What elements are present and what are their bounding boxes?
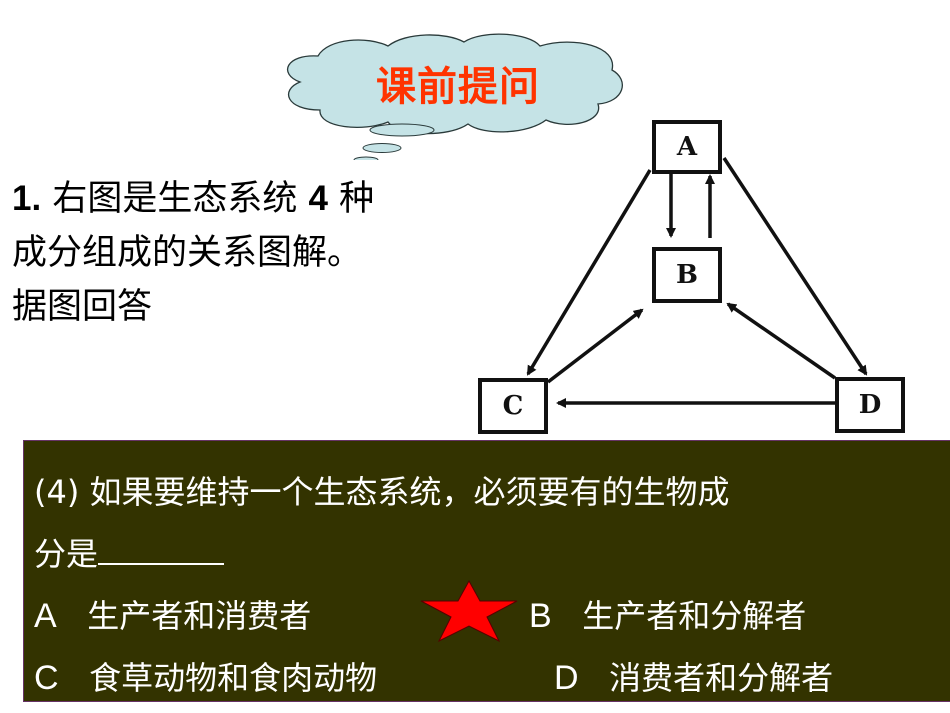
question-number: 1. [12, 179, 42, 218]
option-letter: D [554, 659, 579, 697]
option-text: 生产者和消费者 [87, 597, 312, 635]
option-d[interactable]: D 消费者和分解者 [554, 653, 833, 699]
question-panel: (4) 如果要维持一个生态系统，必须要有的生物成 分是 A 生产者和消费者 B … [23, 440, 950, 702]
lesson-title: 课前提问 [376, 64, 540, 110]
node-a: A [652, 120, 722, 174]
intro-line-1: 1. 右图是生态系统 4 种 [12, 179, 375, 219]
intro-line-2: 成分组成的关系图解。 [12, 233, 363, 273]
diagram-arrows [526, 157, 868, 408]
node-b: B [652, 247, 722, 303]
option-b[interactable]: B 生产者和分解者 [529, 591, 806, 637]
cloud-shape-icon [287, 33, 623, 160]
node-c: C [478, 378, 548, 434]
option-letter: B [529, 597, 552, 635]
option-text: 生产者和分解者 [582, 597, 807, 635]
option-text: 食草动物和食肉动物 [89, 659, 378, 697]
star-icon [420, 579, 518, 643]
option-a[interactable]: A 生产者和消费者 [34, 591, 311, 637]
option-text: 消费者和分解者 [609, 659, 834, 697]
option-letter: A [34, 597, 57, 635]
option-letter: C [34, 659, 59, 697]
thought-cloud: 课前提问 [278, 32, 628, 160]
ecosystem-diagram: A B C D [470, 110, 920, 440]
question-intro: 1. 右图是生态系统 4 种 成分组成的关系图解。 据图回答 [12, 172, 452, 334]
option-c[interactable]: C 食草动物和食肉动物 [34, 653, 377, 699]
question-prompt-line-2: 分是 [34, 529, 225, 575]
intro-line-3: 据图回答 [12, 287, 153, 327]
question-prompt-line-1: (4) 如果要维持一个生态系统，必须要有的生物成 [34, 473, 730, 511]
node-d: D [835, 377, 905, 433]
answer-blank [98, 533, 225, 565]
